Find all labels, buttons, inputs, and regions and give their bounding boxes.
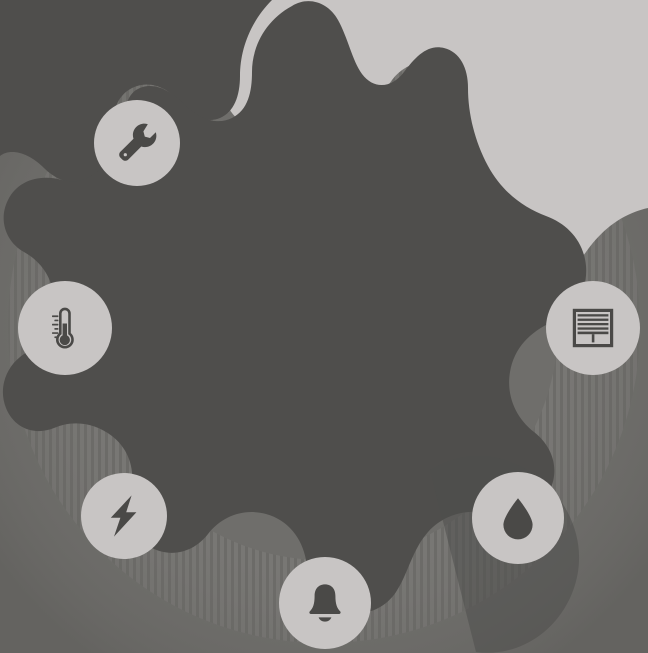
badge-alerts[interactable] bbox=[279, 557, 371, 649]
window-blinds-icon bbox=[572, 308, 614, 348]
thermometer-icon bbox=[52, 307, 74, 349]
central-dark-blob bbox=[0, 0, 272, 184]
badge-power[interactable] bbox=[81, 473, 167, 559]
bell-icon bbox=[309, 584, 341, 622]
badge-blinds[interactable] bbox=[546, 281, 640, 375]
badge-maintenance[interactable] bbox=[94, 100, 180, 186]
badge-temperature[interactable] bbox=[18, 281, 112, 375]
lightning-bolt-icon bbox=[110, 495, 137, 537]
water-drop-icon bbox=[503, 498, 533, 540]
badge-water[interactable] bbox=[472, 472, 564, 564]
wrench-icon bbox=[119, 123, 157, 161]
